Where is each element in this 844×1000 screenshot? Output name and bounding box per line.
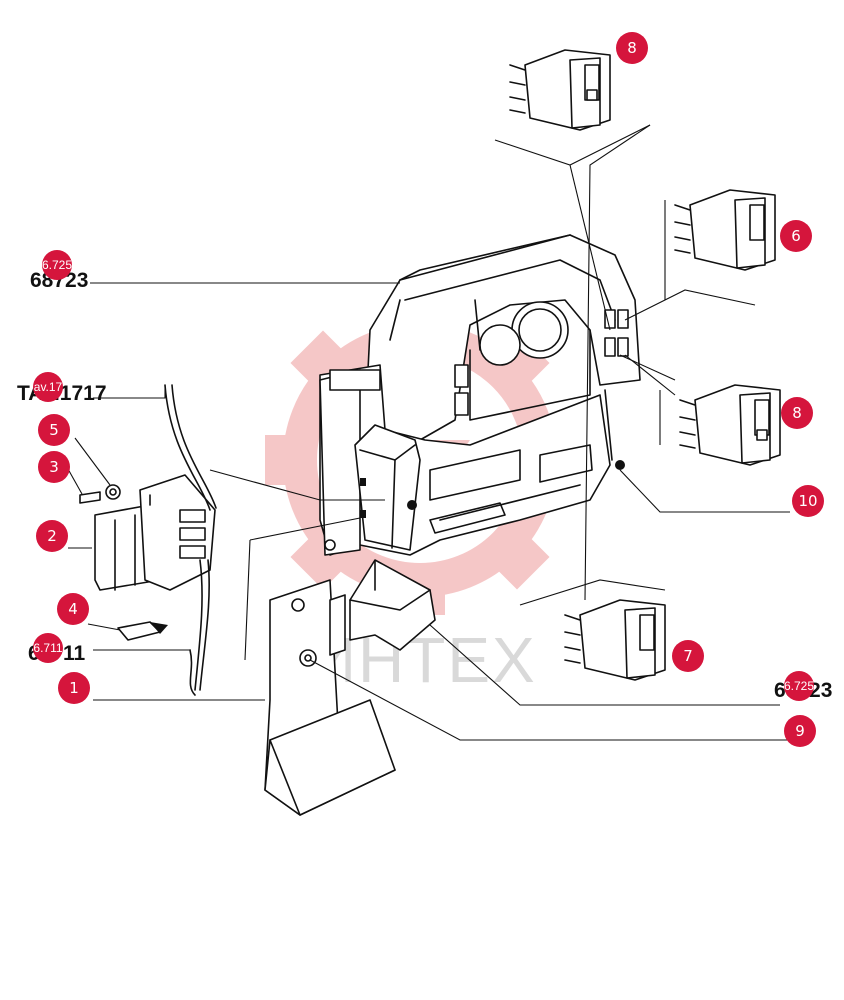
callout-number: 8 <box>627 39 637 57</box>
reference-badge-text: 6.725 <box>784 679 814 693</box>
rocker-switch-8-top <box>509 49 611 131</box>
fuse <box>117 621 168 641</box>
callout-1: 1 <box>58 672 90 704</box>
reference-label-top-left: 68723 6.725 <box>30 250 88 292</box>
callout-number: 3 <box>49 458 59 476</box>
callout-7: 7 <box>672 640 704 672</box>
rocker-switch-6 <box>674 189 776 271</box>
reference-label-bottom-right: 68723 6.725 <box>774 671 832 702</box>
reference-badge-text: 6.711 <box>33 641 62 655</box>
reference-label-bottom-left: 68711 6.711 <box>28 633 86 665</box>
reference-code: 68723 <box>30 269 88 292</box>
callout-9: 9 <box>784 715 816 747</box>
callout-8-top: 8 <box>616 32 648 64</box>
callout-number: 1 <box>69 679 79 697</box>
callout-3: 3 <box>38 451 70 483</box>
dashboard-panel <box>319 234 641 556</box>
reference-badge-text: 6.725 <box>42 258 72 272</box>
callout-number: 9 <box>795 722 805 740</box>
callout-number: 4 <box>68 600 78 618</box>
callout-10: 10 <box>792 485 824 517</box>
callout-number: 5 <box>49 421 59 439</box>
callout-5: 5 <box>38 414 70 446</box>
reference-badge-text: av.17 <box>34 380 63 394</box>
rocker-switch-7 <box>564 599 666 681</box>
watermark-text: ИНТЕХ <box>310 624 537 696</box>
callout-2: 2 <box>36 520 68 552</box>
reference-badge <box>784 671 814 701</box>
lower-bracket <box>264 559 436 816</box>
relay-assembly <box>79 384 217 696</box>
callout-number: 6 <box>791 227 801 245</box>
rocker-switch-8-right <box>679 384 781 466</box>
callout-6: 6 <box>780 220 812 252</box>
reference-badge <box>33 372 63 402</box>
reference-badge <box>33 633 63 663</box>
reference-label-tav: TAV.1717 av.17 <box>17 372 107 405</box>
reference-badge <box>42 250 72 280</box>
callout-4: 4 <box>57 593 89 625</box>
callout-number: 10 <box>798 492 817 510</box>
callout-number: 2 <box>47 527 57 545</box>
leader-lines <box>67 124 790 741</box>
callout-number: 7 <box>683 647 693 665</box>
callout-number: 8 <box>792 404 802 422</box>
callout-8-right: 8 <box>781 397 813 429</box>
